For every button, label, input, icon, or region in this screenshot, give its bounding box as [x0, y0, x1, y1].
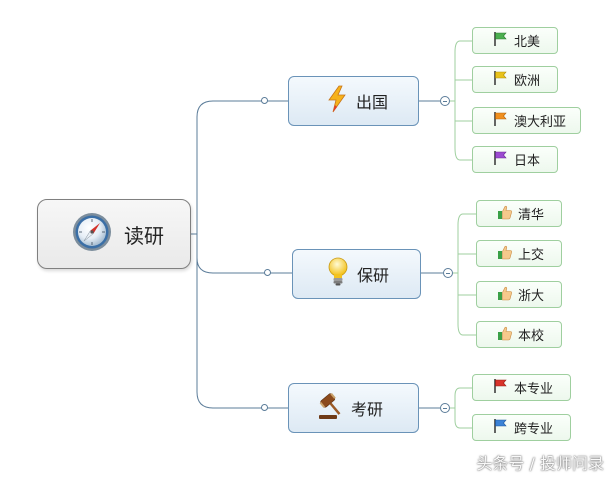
leaf-label: 本校 [518, 329, 545, 344]
leaf-label: 欧洲 [514, 74, 541, 89]
light-bulb-icon [327, 257, 349, 291]
root-node[interactable]: 读研 [37, 199, 191, 269]
leaf-label: 清华 [518, 208, 545, 223]
yellow-flag-icon [493, 70, 509, 90]
link-baoyan-leaves [453, 213, 464, 336]
leaf-label: 浙大 [518, 289, 545, 304]
branch-label: 保研 [357, 266, 390, 285]
branch-label: 出国 [356, 93, 389, 112]
leaf-label: 本专业 [514, 382, 554, 397]
thumbs-up-icon [497, 244, 513, 264]
root-label: 读研 [124, 223, 164, 248]
red-flag-icon [493, 378, 509, 398]
watermark: 头条号 / 投师问录 [476, 454, 604, 473]
leaf-aodaliya[interactable]: 澳大利亚 [472, 107, 581, 134]
link-root-to-chuguo [191, 100, 264, 235]
leaf-label: 澳大利亚 [514, 115, 567, 130]
branch-label: 考研 [351, 400, 384, 419]
leaf-kuazhuanye[interactable]: 跨专业 [472, 414, 571, 441]
blue-flag-icon [493, 418, 509, 438]
leaf-label: 日本 [514, 154, 541, 169]
connector-dot [261, 404, 268, 411]
leaf-ouzhou[interactable]: 欧洲 [472, 66, 558, 93]
link-root-to-baoyan [191, 233, 267, 274]
thumbs-up-icon [497, 285, 513, 305]
purple-flag-icon [493, 150, 509, 170]
collapse-toggle-kaoyan[interactable] [440, 403, 450, 413]
thumbs-up-icon [497, 325, 513, 345]
link-kaoyan-leaves [450, 387, 461, 429]
connector-dot [264, 269, 271, 276]
collapse-toggle-baoyan[interactable] [443, 268, 453, 278]
leaf-label: 上交 [518, 248, 545, 263]
link-root-to-kaoyan [196, 258, 264, 409]
leaf-benzhuanye[interactable]: 本专业 [472, 374, 571, 401]
leaf-beimei[interactable]: 北美 [472, 27, 558, 54]
branch-baoyan[interactable]: 保研 [292, 249, 421, 299]
compass-icon [72, 212, 112, 256]
branch-kaoyan[interactable]: 考研 [288, 383, 419, 433]
link-chuguo-leaves [450, 40, 461, 161]
orange-flag-icon [493, 111, 509, 131]
collapse-toggle-chuguo[interactable] [440, 96, 450, 106]
leaf-zheda[interactable]: 浙大 [476, 281, 562, 308]
leaf-qinghua[interactable]: 清华 [476, 200, 562, 227]
connector-dot [261, 97, 268, 104]
leaf-shangjiao[interactable]: 上交 [476, 240, 562, 267]
gavel-icon [317, 392, 343, 424]
green-flag-icon [493, 31, 509, 51]
leaf-riben[interactable]: 日本 [472, 146, 558, 173]
lightning-icon [326, 85, 348, 117]
leaf-label: 北美 [514, 35, 541, 50]
leaf-benxiao[interactable]: 本校 [476, 321, 562, 348]
leaf-label: 跨专业 [514, 422, 554, 437]
branch-chuguo[interactable]: 出国 [288, 76, 419, 126]
thumbs-up-icon [497, 204, 513, 224]
